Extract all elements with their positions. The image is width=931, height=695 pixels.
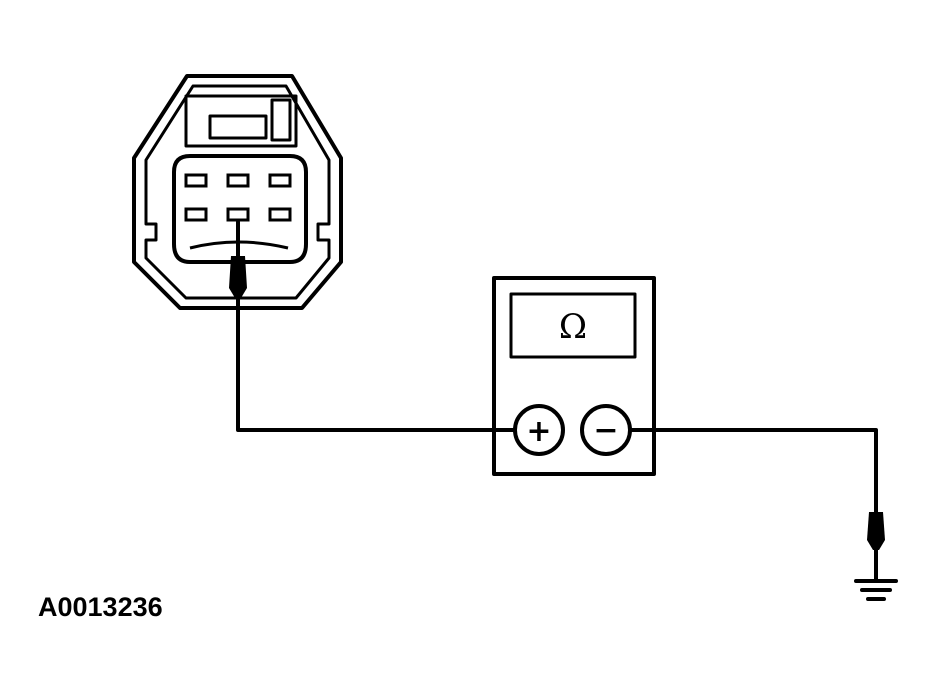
ohmmeter-icon: Ω + − bbox=[492, 276, 656, 476]
pin-3 bbox=[268, 173, 292, 188]
pin-1 bbox=[184, 173, 208, 188]
ground-probe bbox=[867, 512, 885, 582]
figure-reference-id: A0013236 bbox=[38, 592, 163, 622]
positive-terminal bbox=[513, 404, 565, 456]
negative-terminal-symbol: − bbox=[593, 413, 618, 448]
connector-probe bbox=[229, 220, 247, 298]
meter-display bbox=[509, 292, 637, 359]
connector-icon bbox=[132, 74, 343, 310]
ground-icon bbox=[854, 579, 898, 601]
meter-display-symbol: Ω bbox=[559, 307, 587, 347]
pin-5 bbox=[226, 207, 250, 222]
pin-6 bbox=[268, 207, 292, 222]
positive-lead-wire bbox=[236, 294, 516, 432]
pin-4 bbox=[184, 207, 208, 222]
negative-lead-wire bbox=[628, 428, 878, 514]
pin-2 bbox=[226, 173, 250, 188]
positive-terminal-symbol: + bbox=[526, 414, 551, 449]
connector-pins bbox=[184, 173, 292, 222]
